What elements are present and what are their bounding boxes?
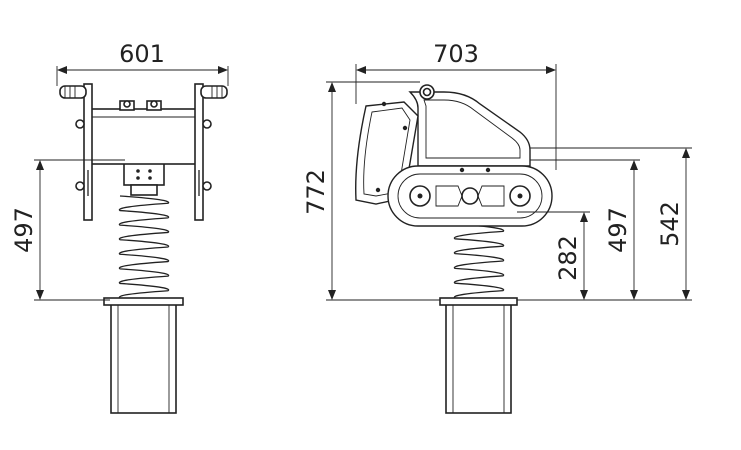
dimension-label-side-seat-height: 497 bbox=[604, 207, 632, 253]
side-cab-frame bbox=[408, 84, 531, 167]
dimension-label-side-width: 703 bbox=[433, 40, 479, 68]
dimension-side-total-height: 772 bbox=[302, 81, 440, 301]
dimension-label-front-spring-height: 497 bbox=[10, 207, 38, 253]
front-view: 601 497 bbox=[10, 40, 229, 414]
dimension-side-top-height: 542 bbox=[530, 147, 692, 301]
front-seat-body bbox=[89, 100, 199, 165]
dimension-front-spring-height: 497 bbox=[10, 159, 125, 301]
front-spring bbox=[118, 195, 170, 299]
side-view: 703 772 282 497 542 bbox=[302, 40, 692, 414]
dimension-label-side-spring-height: 282 bbox=[554, 235, 582, 281]
dimension-label-front-width: 601 bbox=[119, 40, 165, 68]
dimension-label-side-top-height: 542 bbox=[656, 201, 684, 247]
front-mount-block bbox=[123, 162, 165, 196]
side-spring bbox=[453, 223, 505, 299]
dimension-side-seat-height: 497 bbox=[530, 159, 640, 300]
dimension-side-width: 703 bbox=[355, 40, 557, 170]
side-track bbox=[387, 165, 553, 227]
dimension-label-side-total-height: 772 bbox=[302, 169, 330, 215]
front-handles bbox=[59, 85, 228, 99]
front-base-post bbox=[103, 297, 184, 414]
dimension-front-width: 601 bbox=[56, 40, 229, 86]
dimension-side-spring-height: 282 bbox=[517, 211, 640, 301]
front-side-plates bbox=[75, 83, 212, 221]
side-base-post bbox=[439, 297, 518, 414]
